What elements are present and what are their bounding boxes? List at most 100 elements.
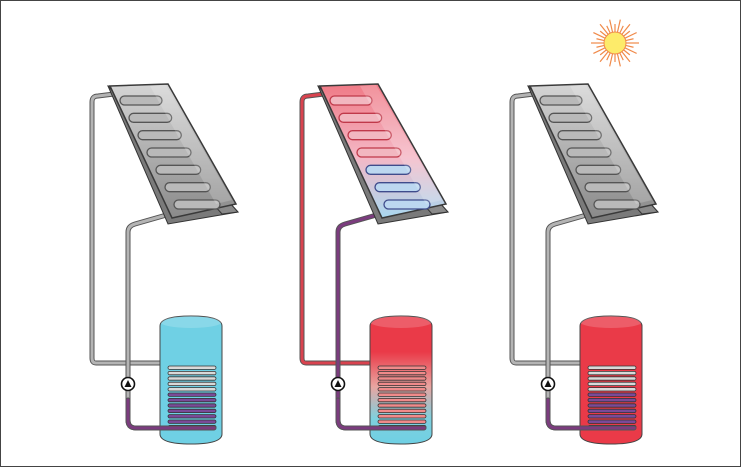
- coil-turn: [587, 392, 637, 397]
- panel-sun-heating: [299, 19, 639, 445]
- sun-ray: [625, 44, 634, 48]
- collector-tube: [155, 164, 202, 175]
- coil-turn: [167, 387, 217, 392]
- coil-turn: [167, 419, 217, 424]
- sun-ray: [596, 38, 605, 42]
- sun-ray: [623, 49, 631, 56]
- sun-ray: [609, 53, 614, 67]
- coil-turn: [167, 414, 217, 419]
- sun-ray: [599, 51, 609, 63]
- coil-return-pipe: [546, 398, 636, 430]
- coil-turn: [587, 376, 637, 381]
- coil-turn: [377, 419, 427, 424]
- sun-ray: [599, 49, 607, 56]
- collector-highlight: [570, 85, 652, 204]
- coil-turn: [587, 403, 637, 408]
- coil-turn: [377, 408, 427, 414]
- collector-tube: [137, 130, 182, 141]
- sun-ray: [624, 32, 637, 39]
- collector-tube: [575, 164, 622, 175]
- coil-turn: [377, 403, 427, 408]
- coil-turn: [587, 365, 637, 370]
- pump-icon: [120, 376, 136, 392]
- solar-collector: [106, 83, 240, 225]
- collector-tube: [329, 95, 373, 106]
- heat-exchanger-coil: [377, 365, 427, 430]
- pump-arrow: [334, 380, 342, 387]
- sun-ray: [606, 52, 611, 61]
- collector-tube: [173, 199, 221, 210]
- pump-icon: [540, 376, 556, 392]
- coil-turn: [377, 387, 427, 392]
- pump-arrow: [124, 380, 132, 387]
- coil-turn: [377, 381, 427, 387]
- pump-arrow: [544, 380, 552, 387]
- pump-icon: [330, 376, 346, 392]
- collector-tube: [146, 147, 192, 158]
- coil-turn: [587, 370, 637, 376]
- sun-ray: [599, 23, 609, 35]
- collector-tube: [383, 199, 431, 210]
- collector-tube: [374, 182, 421, 193]
- sun-ray: [599, 30, 607, 37]
- coil-return-pipe: [126, 398, 216, 430]
- coil-turn: [167, 403, 217, 408]
- tank-top-sheen: [370, 316, 432, 328]
- sun-ray: [616, 19, 621, 33]
- coil-turn: [167, 397, 217, 403]
- sun-ray: [624, 47, 637, 54]
- heat-exchanger-coil: [587, 365, 637, 430]
- collector-tube: [347, 130, 392, 141]
- collector-tube: [128, 112, 173, 123]
- collector-tube: [365, 164, 412, 175]
- sun-ray: [621, 51, 631, 63]
- collector-tube: [338, 112, 383, 123]
- sun-ray: [593, 47, 606, 54]
- coil-turn: [587, 414, 637, 419]
- sun-ray: [616, 53, 621, 67]
- coil-turn: [587, 381, 637, 387]
- tank-top-sheen: [160, 316, 222, 328]
- collector-tube: [566, 147, 612, 158]
- hot-supply-pipe: [510, 92, 592, 365]
- sun-disc: [603, 31, 627, 55]
- sun-icon: [591, 19, 639, 67]
- coil-turn: [167, 365, 217, 370]
- sun-ray: [606, 25, 611, 34]
- sun-ray: [623, 30, 631, 37]
- coil-return-pipe: [336, 398, 426, 430]
- coil-turn: [167, 376, 217, 381]
- coil-turn: [587, 408, 637, 414]
- collector-tube: [593, 199, 641, 210]
- coil-turn: [377, 365, 427, 370]
- coil-turn: [587, 387, 637, 392]
- coil-turn: [167, 392, 217, 397]
- sun-ray: [593, 32, 606, 39]
- tank-top-sheen: [580, 316, 642, 328]
- collector-tube: [164, 182, 211, 193]
- solar-collector: [526, 83, 660, 225]
- sun-ray: [619, 25, 624, 34]
- collector-tube: [539, 95, 583, 106]
- hot-supply-pipe: [90, 92, 172, 365]
- sun-ray: [619, 52, 624, 61]
- collector-tube: [356, 147, 402, 158]
- hot-supply-pipe: [300, 92, 382, 365]
- collector-tube: [584, 182, 631, 193]
- panel-no-sun: [89, 83, 240, 445]
- sun-ray: [625, 38, 634, 42]
- coil-turn: [587, 419, 637, 424]
- collector-tube: [548, 112, 593, 123]
- collector-tube: [119, 95, 163, 106]
- sun-ray: [596, 44, 605, 48]
- coil-turn: [377, 392, 427, 397]
- coil-turn: [377, 370, 427, 376]
- solar-collector: [316, 83, 450, 225]
- coil-turn: [167, 370, 217, 376]
- coil-turn: [167, 381, 217, 387]
- coil-turn: [377, 397, 427, 403]
- coil-turn: [377, 376, 427, 381]
- panel-sun-hot-tank: [509, 83, 660, 445]
